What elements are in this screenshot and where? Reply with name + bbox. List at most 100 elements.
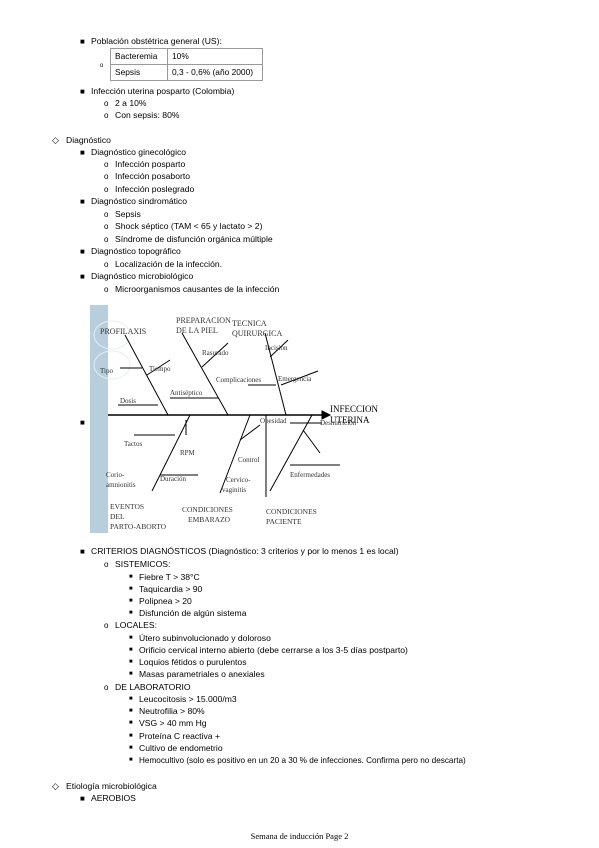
list-item: Sepsis (115, 209, 141, 219)
bullet: o (104, 235, 109, 244)
list-item: DE LABORATORIO (115, 682, 191, 692)
poblacion-heading: Población obstétrica general (US): (91, 36, 222, 46)
bullet: ■ (129, 635, 133, 641)
bullet: ■ (129, 745, 133, 751)
diagram-label: TECNICA (232, 319, 267, 328)
bullet: ■ (129, 733, 133, 739)
diagram-label: vaginitis (222, 486, 246, 494)
diagram-label: Cervico- (226, 476, 251, 484)
diagnostico-heading: Diagnóstico (66, 135, 111, 145)
list-item: Taquicardia > 90 (139, 584, 203, 594)
fishbone-diagram: PROFILAXIS PREPARACION DE LA PIEL TECNIC… (90, 305, 379, 533)
table-cell: Bacteremia (110, 48, 168, 65)
bullet: ■ (129, 671, 133, 677)
list-item: Shock séptico (TAM < 65 y lactato > 2) (115, 221, 263, 231)
diagram-label: RPM (180, 449, 196, 457)
list-item: Orificio cervical interno abierto (debe … (139, 645, 408, 655)
diagram-label: amnionitis (106, 481, 136, 489)
diagram-label: Desnutrición (320, 419, 357, 427)
diagram-label: EMBARAZO (188, 515, 231, 524)
bullet: ■ (129, 720, 133, 726)
list-item: Disfunción de algún sistema (139, 608, 247, 618)
bullet: ■ (129, 647, 133, 653)
bullet: ■ (80, 247, 85, 256)
bullet: ■ (129, 696, 133, 702)
diagram-label: Incisión (265, 344, 288, 352)
bullet: o (104, 99, 109, 108)
diagram-effect: INFECCION (330, 404, 379, 414)
diagram-effect: UTERINA (330, 415, 370, 425)
diagram-label: Emergencia (278, 375, 312, 383)
bullet: ■ (80, 272, 85, 281)
list-item: Síndrome de disfunción orgánica múltiple (115, 234, 273, 244)
bullet: o (100, 63, 104, 69)
diagram-label: Dosis (120, 397, 136, 405)
bullet: ■ (129, 610, 133, 616)
diagram-label: Duración (160, 475, 187, 483)
diagram-label: Control (238, 456, 259, 464)
bullet: ■ (80, 148, 85, 157)
bullet: ■ (80, 547, 85, 556)
bullet: o (104, 683, 109, 692)
table-row: Bacteremia 10% (110, 48, 263, 65)
diagram-label: Rasurado (202, 349, 229, 357)
page-footer: Semana de inducción Page 2 (250, 831, 349, 841)
list-item: Microorganismos causantes de la infecció… (115, 284, 280, 294)
bullet: ■ (129, 757, 133, 763)
infeccion-heading: Infección uterina posparto (Colombia) (91, 86, 235, 96)
bullet: ■ (80, 87, 85, 96)
diagram-label: Tipo (100, 367, 113, 375)
list-item: AEROBIOS (91, 793, 136, 803)
diagram-sidebar (90, 305, 108, 533)
list-item: Masas parametriales o anexiales (139, 669, 265, 679)
diagram-label: Complicaciones (216, 376, 261, 384)
list-item: Infección poslegrado (115, 184, 195, 194)
bullet: ■ (129, 708, 133, 714)
bullet: ■ (80, 794, 85, 803)
bullet: o (104, 560, 109, 569)
list-item: Con sepsis: 80% (115, 110, 180, 120)
bullet: o (104, 160, 109, 169)
diagram-label: QUIRURGICA (232, 329, 282, 338)
list-item: Leucocitosis > 15.000/m3 (139, 694, 237, 704)
bacteremia-table: Bacteremia 10% Sepsis 0,3 - 0,6% (año 20… (110, 48, 263, 81)
bullet: ■ (80, 37, 85, 46)
list-item: Loquios fétidos o purulentos (139, 657, 247, 667)
diagram-label: EVENTOS (110, 502, 144, 511)
diagram-label: PARTO-ABORTO (110, 522, 167, 531)
bullet: o (104, 222, 109, 231)
list-item: Cultivo de endometrio (139, 743, 223, 753)
diagram-label: CONDICIONES (266, 507, 317, 516)
list-item: Polipnea > 20 (139, 596, 192, 606)
diagram-label: PROFILAXIS (100, 327, 146, 336)
list-item: Infección posaborto (115, 171, 191, 181)
list-item: Proteína C reactiva + (139, 731, 220, 741)
list-item: Diagnóstico sindromático (91, 196, 188, 206)
diamond-bullet: ◇ (52, 781, 59, 791)
list-item: Localización de la infección. (115, 259, 223, 269)
diagram-label: Obesidad (260, 417, 287, 425)
bullet: ■ (80, 197, 85, 206)
bullet: o (104, 185, 109, 194)
table-cell: 0,3 - 0,6% (año 2000) (167, 64, 263, 81)
diagram-label: Tactos (124, 440, 142, 448)
list-item: Hemocultivo (solo es positivo en un 20 a… (139, 756, 466, 765)
bullet: ■ (129, 659, 133, 665)
diagram-label: Tiempo (149, 365, 171, 373)
bullet: o (104, 210, 109, 219)
bullet: ■ (80, 418, 85, 427)
list-item: Diagnóstico ginecológico (91, 147, 187, 157)
list-item: Infección posparto (115, 159, 186, 169)
bullet: ■ (129, 598, 133, 604)
criterios-heading: CRITERIOS DIAGNÓSTICOS (Diagnóstico: 3 c… (91, 546, 399, 556)
diagram-label: PACIENTE (266, 517, 302, 526)
diagram-label: DEL (110, 512, 125, 521)
list-item: Diagnóstico microbiológico (91, 271, 194, 281)
diagram-label: Antiséptico (170, 389, 203, 397)
bullet: o (104, 111, 109, 120)
list-item: Neutrofilia > 80% (139, 706, 205, 716)
diamond-bullet: ◇ (52, 135, 59, 145)
bullet: ■ (129, 574, 133, 580)
bullet: o (104, 260, 109, 269)
list-item: Diagnóstico topográfico (91, 246, 181, 256)
